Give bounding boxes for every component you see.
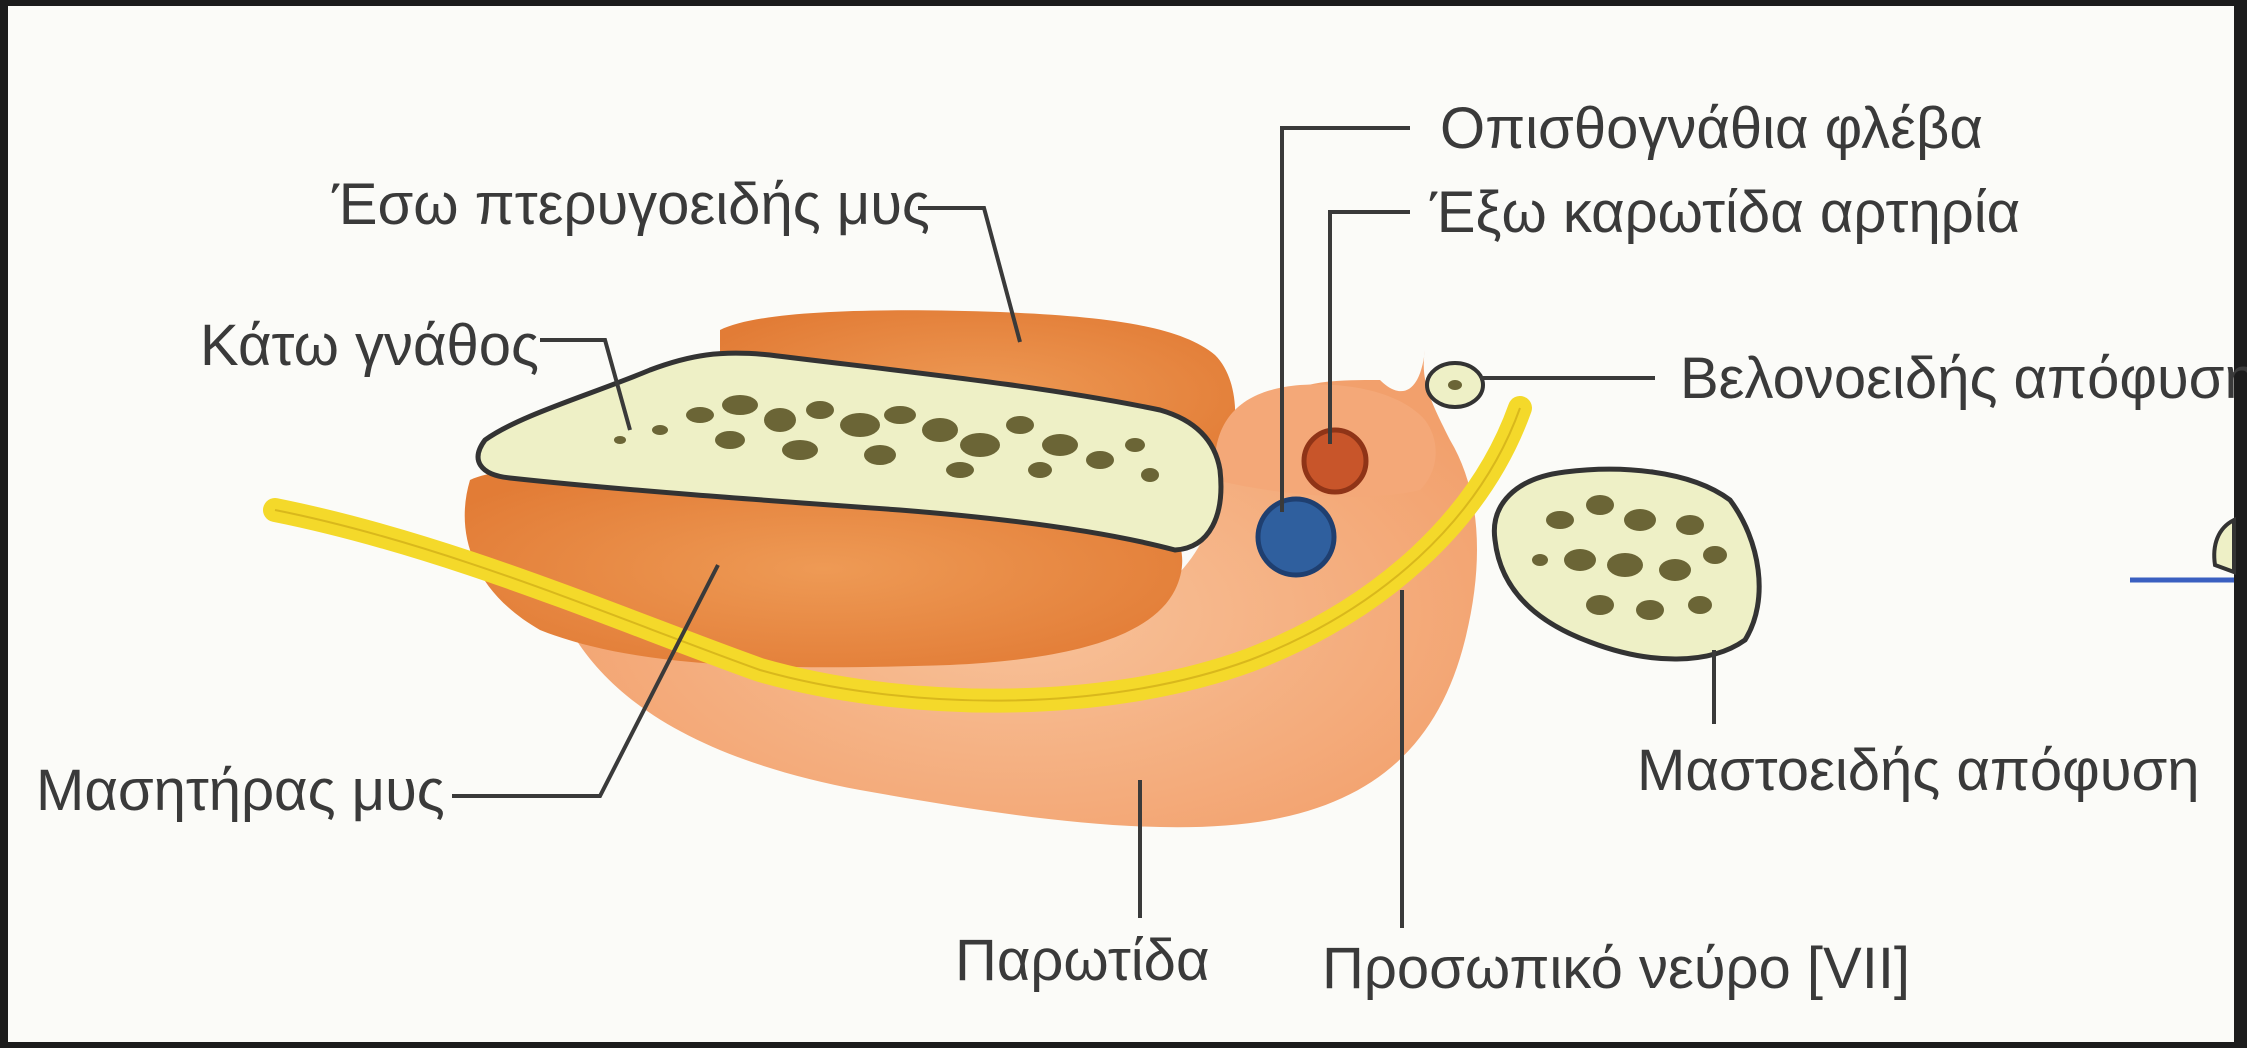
label-mandible: Κάτω γνάθος xyxy=(200,313,539,378)
styloid-process-core xyxy=(1448,380,1462,390)
label-retromandibular-vein: Οπισθογνάθια φλέβα xyxy=(1440,96,1983,161)
label-masseter-muscle: Μασητήρας μυς xyxy=(36,758,445,823)
label-parotid-gland: Παρωτίδα xyxy=(955,928,1210,993)
label-medial-pterygoid-muscle: Έσω πτερυγοειδής μυς xyxy=(331,172,930,237)
label-styloid-process: Βελονοειδής απόφυση xyxy=(1680,346,2247,411)
label-mastoid-process: Μαστοειδής απόφυση xyxy=(1637,738,2200,803)
label-external-carotid-artery: Έξω καρωτίδα αρτηρία xyxy=(1429,180,2020,245)
external-carotid-artery-shape xyxy=(1304,430,1366,492)
label-facial-nerve: Προσωπικό νεύρο [VII] xyxy=(1322,936,1910,1001)
retromandibular-vein-shape xyxy=(1258,499,1334,575)
